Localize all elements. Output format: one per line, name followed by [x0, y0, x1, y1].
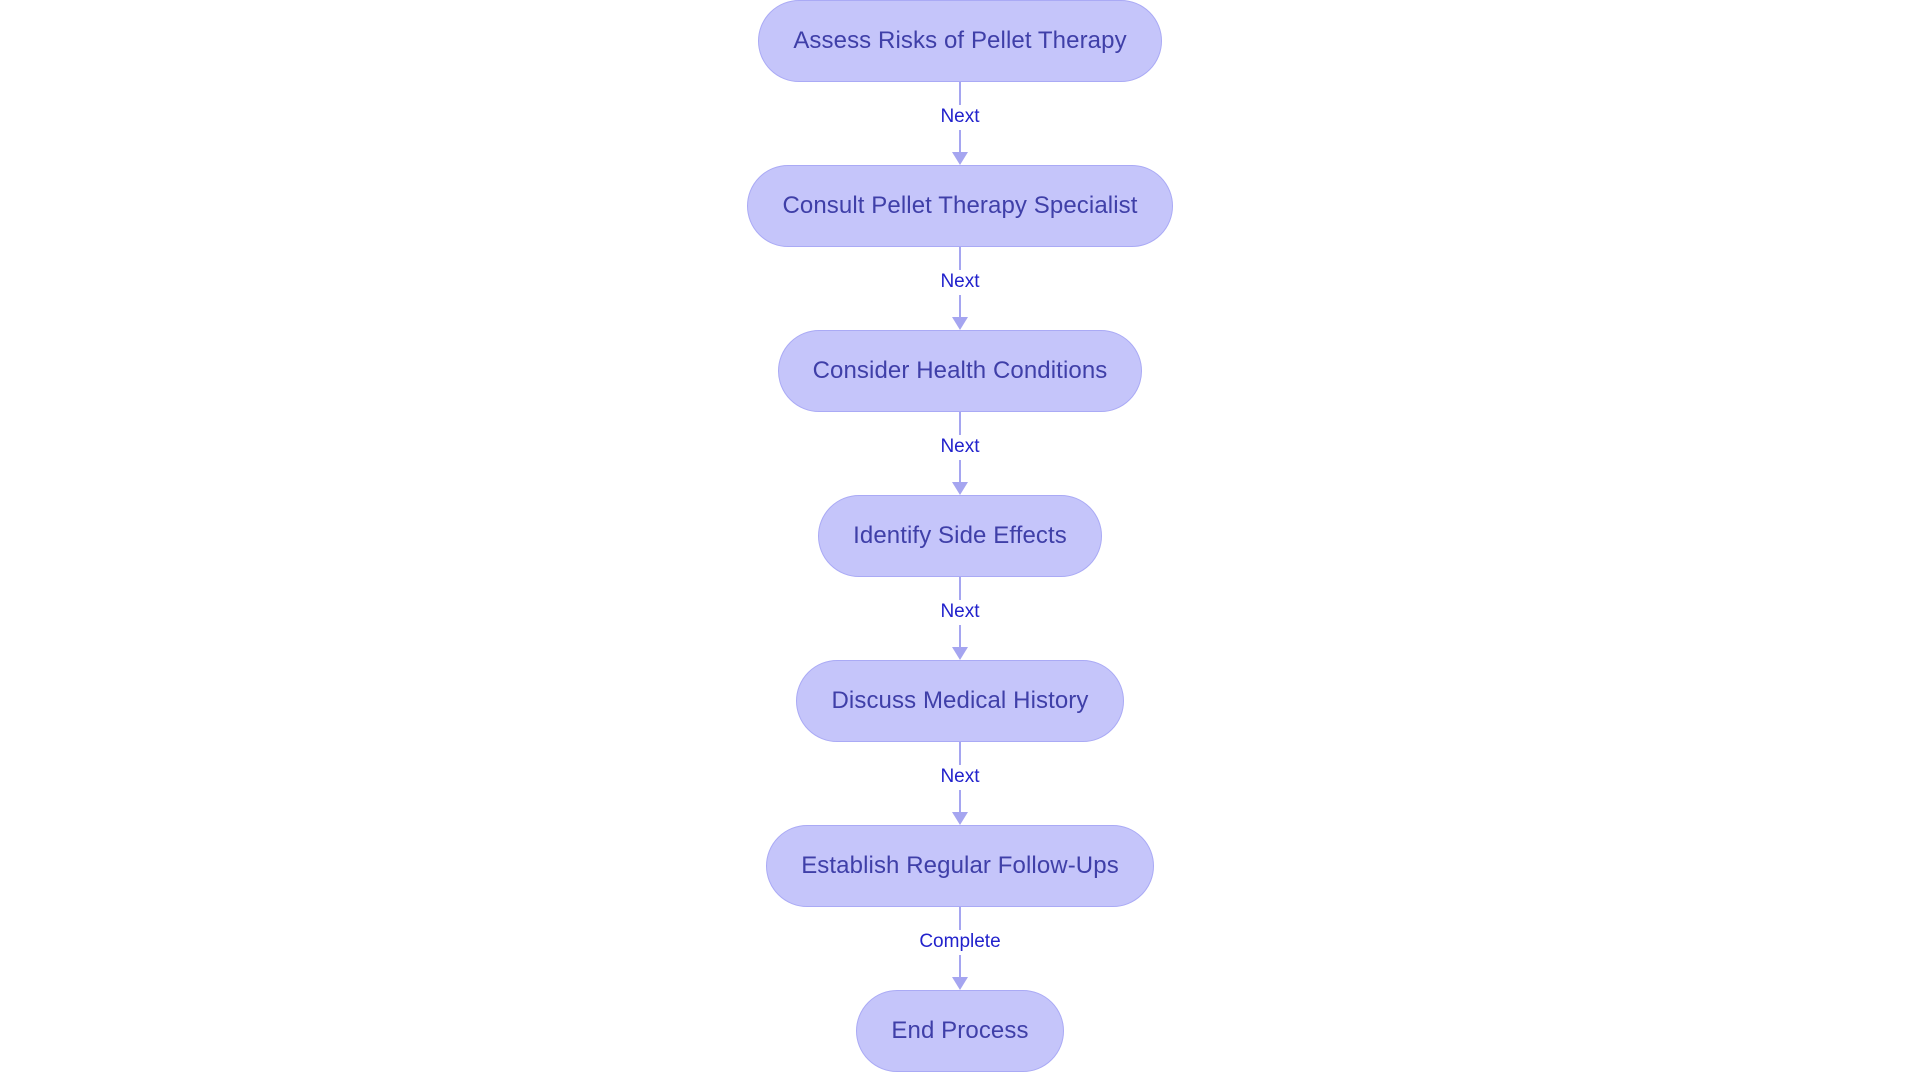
node-label: Establish Regular Follow-Ups [801, 852, 1119, 879]
edge-health-conditions-to-side-effects: Next [880, 412, 1040, 495]
edge-line-upper [959, 577, 961, 603]
arrowhead-icon [952, 647, 968, 660]
edge-line-lower [959, 460, 961, 484]
arrowhead-icon [952, 152, 968, 165]
node-label: Consult Pellet Therapy Specialist [782, 192, 1138, 219]
arrowhead-icon [952, 317, 968, 330]
node-label: Discuss Medical History [831, 687, 1089, 714]
edge-label: Next [935, 765, 985, 788]
edge-assess-risks-to-consult-specialist: Next [880, 82, 1040, 165]
node-label: End Process [891, 1017, 1029, 1044]
edge-line-lower [959, 955, 961, 979]
node-end-process[interactable]: End Process [856, 990, 1064, 1072]
edge-consult-specialist-to-health-conditions: Next [880, 247, 1040, 330]
node-consult-specialist[interactable]: Consult Pellet Therapy Specialist [747, 165, 1173, 247]
edge-line-lower [959, 130, 961, 154]
edge-side-effects-to-medical-history: Next [880, 577, 1040, 660]
arrowhead-icon [952, 482, 968, 495]
node-medical-history[interactable]: Discuss Medical History [796, 660, 1124, 742]
edge-medical-history-to-follow-ups: Next [880, 742, 1040, 825]
node-label: Identify Side Effects [853, 522, 1067, 549]
node-side-effects[interactable]: Identify Side Effects [818, 495, 1102, 577]
edge-line-upper [959, 742, 961, 768]
node-label: Consider Health Conditions [812, 357, 1108, 384]
edge-line-upper [959, 412, 961, 438]
edge-line-upper [959, 907, 961, 933]
edge-label: Next [935, 270, 985, 293]
edge-line-lower [959, 625, 961, 649]
edge-label: Next [935, 600, 985, 623]
edge-label: Next [935, 105, 985, 128]
node-follow-ups[interactable]: Establish Regular Follow-Ups [766, 825, 1154, 907]
node-assess-risks[interactable]: Assess Risks of Pellet Therapy [758, 0, 1162, 82]
arrowhead-icon [952, 977, 968, 990]
edge-line-lower [959, 790, 961, 814]
edge-line-upper [959, 82, 961, 108]
arrowhead-icon [952, 812, 968, 825]
edge-follow-ups-to-end-process: Complete [880, 907, 1040, 990]
edge-label: Complete [914, 930, 1006, 953]
edge-label: Next [935, 435, 985, 458]
edge-line-lower [959, 295, 961, 319]
edge-line-upper [959, 247, 961, 273]
node-label: Assess Risks of Pellet Therapy [793, 27, 1127, 54]
node-health-conditions[interactable]: Consider Health Conditions [777, 330, 1143, 412]
